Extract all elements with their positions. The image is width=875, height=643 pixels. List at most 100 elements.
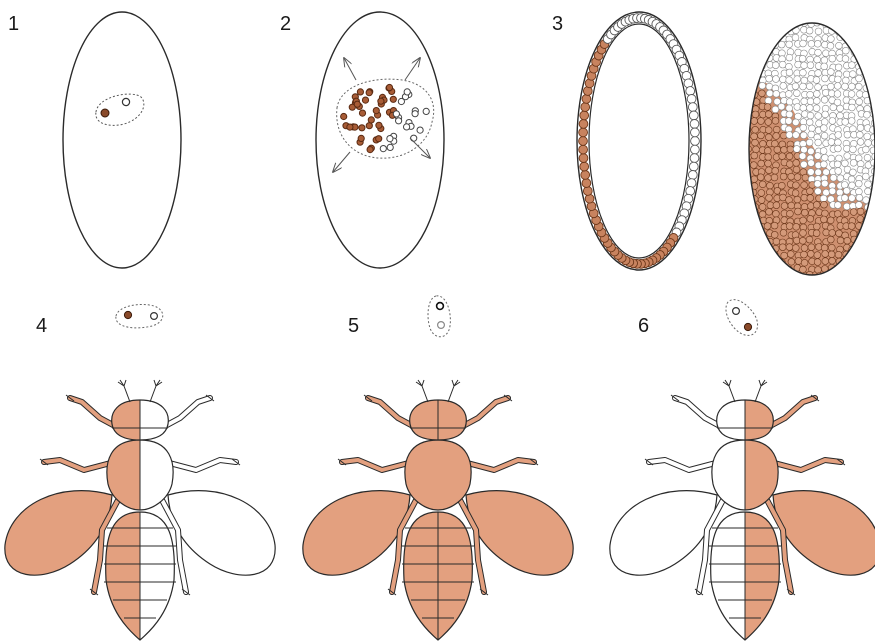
surface-cell <box>758 118 765 125</box>
surface-cell <box>781 217 788 224</box>
surface-cell <box>815 188 822 195</box>
nucleus <box>362 97 368 103</box>
surface-cell <box>827 83 834 90</box>
surface-cell <box>869 244 875 251</box>
blastoderm-cell <box>582 95 591 104</box>
blastoderm-cell <box>689 162 698 171</box>
surface-cell <box>774 271 781 278</box>
surface-cell <box>771 231 778 238</box>
surface-cell <box>821 119 828 126</box>
surface-cell <box>808 160 815 167</box>
surface-cell <box>773 133 780 140</box>
surface-cell <box>759 204 766 211</box>
surface-cell <box>758 197 765 204</box>
surface-cell <box>843 187 850 194</box>
surface-cell <box>863 20 870 27</box>
surface-cell <box>837 237 844 244</box>
surface-cell <box>799 55 806 62</box>
surface-cell <box>801 245 808 252</box>
blastoderm-cell <box>579 154 588 163</box>
surface-cell <box>743 238 750 245</box>
surface-cell <box>815 139 822 146</box>
blastoderm-cell <box>582 179 591 188</box>
surface-cell <box>850 20 857 27</box>
surface-cell <box>786 271 793 278</box>
surface-cell <box>743 40 750 47</box>
surface-cell <box>820 161 827 168</box>
antenna-left <box>118 380 130 402</box>
surface-cell <box>857 208 864 215</box>
nucleus <box>341 113 347 119</box>
surface-cell <box>807 251 814 258</box>
antenna-left <box>723 380 735 402</box>
surface-cell <box>746 196 753 203</box>
surface-cell <box>759 82 766 89</box>
blastoderm-cell <box>686 87 695 96</box>
surface-cell <box>857 124 864 131</box>
surface-cell <box>821 57 828 64</box>
surface-cell <box>751 216 758 223</box>
surface-cell <box>857 139 864 146</box>
surface-cell <box>752 264 759 271</box>
surface-cell <box>834 91 841 98</box>
surface-cell <box>871 257 875 264</box>
surface-cell <box>792 119 799 126</box>
surface-cell <box>765 119 772 126</box>
surface-cell <box>813 105 820 112</box>
surface-cell <box>750 55 757 62</box>
surface-cell <box>815 70 822 77</box>
surface-cell <box>772 260 779 267</box>
surface-cell <box>871 273 875 280</box>
surface-cell <box>778 273 785 280</box>
surface-cell <box>870 266 875 273</box>
surface-cell <box>786 69 793 76</box>
surface-cell <box>850 159 857 166</box>
surface-cell <box>865 188 872 195</box>
surface-cell <box>871 48 875 55</box>
surface-cell <box>870 91 875 98</box>
surface-cell <box>856 237 863 244</box>
surface-cell <box>864 154 871 161</box>
surface-cell <box>863 197 870 204</box>
surface-cell <box>870 56 875 63</box>
blastoderm-cell <box>688 171 697 180</box>
surface-cell <box>800 124 807 131</box>
surface-cell <box>766 90 773 97</box>
surface-cell <box>786 111 793 118</box>
surface-cell <box>760 41 767 48</box>
blastoderm-cell <box>687 179 696 188</box>
surface-cell <box>801 209 808 216</box>
surface-cell <box>842 83 849 90</box>
zygote-icon-4 <box>116 304 163 327</box>
surface-cell <box>814 56 821 63</box>
surface-cell <box>864 238 871 245</box>
nucleus <box>358 135 364 141</box>
nucleus <box>378 98 384 104</box>
surface-cell <box>772 117 779 124</box>
nucleus <box>359 125 365 131</box>
surface-cell <box>855 180 862 187</box>
surface-cell <box>821 96 828 103</box>
surface-cell <box>772 34 779 41</box>
surface-cell <box>837 105 844 112</box>
surface-cell <box>785 91 792 98</box>
surface-cell <box>794 196 801 203</box>
surface-cell <box>799 153 806 160</box>
surface-cell <box>744 28 751 35</box>
head-right <box>140 400 168 440</box>
nucleus <box>366 123 372 129</box>
nucleus <box>368 117 374 123</box>
surface-cell <box>842 55 849 62</box>
surface-cell <box>872 96 875 103</box>
surface-cell <box>751 152 758 159</box>
surface-cell <box>851 274 858 281</box>
head-left <box>717 400 745 440</box>
surface-cell <box>752 35 759 42</box>
surface-cell <box>746 36 753 43</box>
surface-cell <box>744 69 751 76</box>
blastoderm-cell <box>579 145 588 154</box>
blastoderm-cell <box>689 111 698 120</box>
surface-cell <box>857 252 864 259</box>
surface-cell <box>863 245 870 252</box>
surface-cell <box>807 188 814 195</box>
